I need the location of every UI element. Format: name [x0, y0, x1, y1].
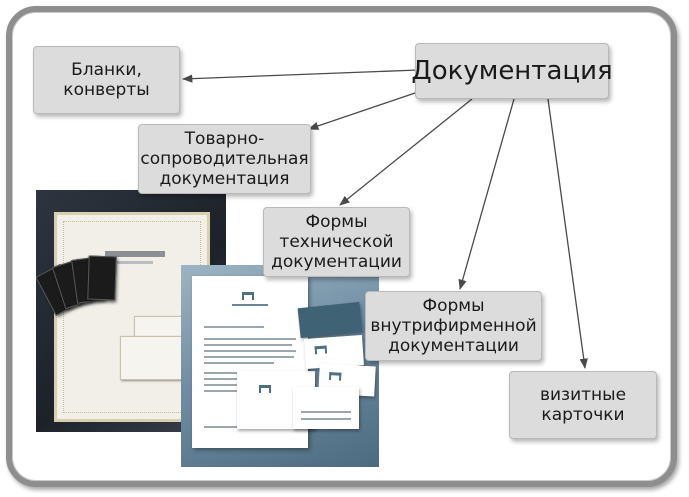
arrow-to-blanks: [181, 69, 419, 83]
node-internal-documentation: Формы внутрифирменной документации: [365, 291, 542, 361]
node-goods-line: сопроводительная: [140, 148, 309, 169]
node-cards-line: визитные: [539, 384, 627, 405]
node-business-cards: визитные карточки: [509, 371, 657, 439]
node-tech-line: документации: [271, 252, 402, 273]
node-internal-line: документации: [388, 336, 519, 357]
node-documentation: Документация: [411, 43, 613, 99]
node-blanks-line: конверты: [63, 80, 150, 100]
compliment-card: [293, 387, 359, 429]
node-tech-line: технической: [279, 231, 394, 252]
arrow-to-cards: [547, 98, 588, 370]
node-tech-line: Формы: [305, 211, 368, 232]
arrow-to-internal: [458, 98, 515, 291]
node-cards-line: карточки: [541, 405, 625, 425]
node-tech-documentation: Формы технической документации: [263, 207, 410, 277]
node-goods-line: Товарно-: [184, 128, 265, 149]
node-blanks-envelopes: Бланки, конверты: [33, 46, 180, 114]
node-goods-line: документация: [159, 169, 290, 190]
arrow-to-tech: [339, 98, 473, 206]
node-documentation-line: Документация: [411, 55, 613, 86]
node-blanks-line: Бланки,: [71, 59, 142, 80]
node-internal-line: внутрифирменной: [370, 315, 537, 336]
node-internal-line: Формы: [422, 295, 485, 316]
arrow-to-goods: [308, 91, 419, 130]
node-goods-documentation: Товарно- сопроводительная документация: [138, 124, 311, 194]
corporate-stationery-photo: [181, 265, 379, 467]
